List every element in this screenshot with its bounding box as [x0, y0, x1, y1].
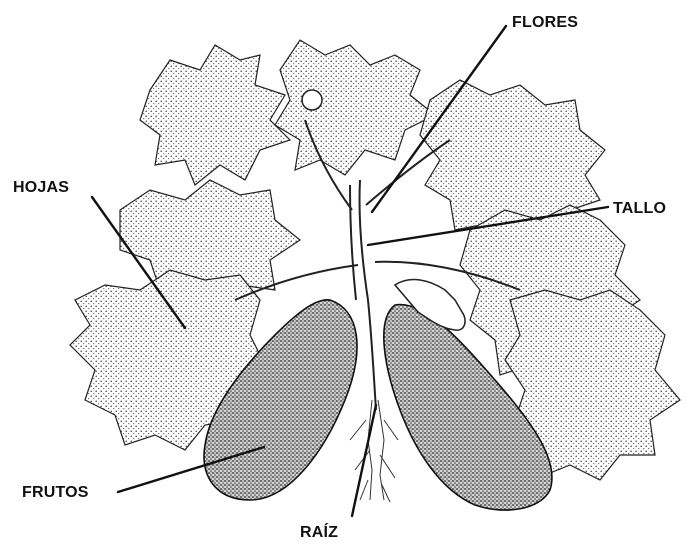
- stem-main: [359, 180, 376, 410]
- label-raiz: RAÍZ: [300, 522, 338, 541]
- leaf-top-left: [140, 45, 290, 185]
- label-frutos: FRUTOS: [22, 484, 89, 501]
- stem-main-edge: [350, 185, 356, 300]
- leaf-top-center: [275, 40, 435, 175]
- label-tallo: TALLO: [613, 200, 666, 217]
- label-flores: FLORES: [512, 14, 578, 31]
- leader-raiz: [352, 405, 376, 516]
- label-hojas: HOJAS: [13, 179, 69, 196]
- flower-bud: [302, 90, 322, 110]
